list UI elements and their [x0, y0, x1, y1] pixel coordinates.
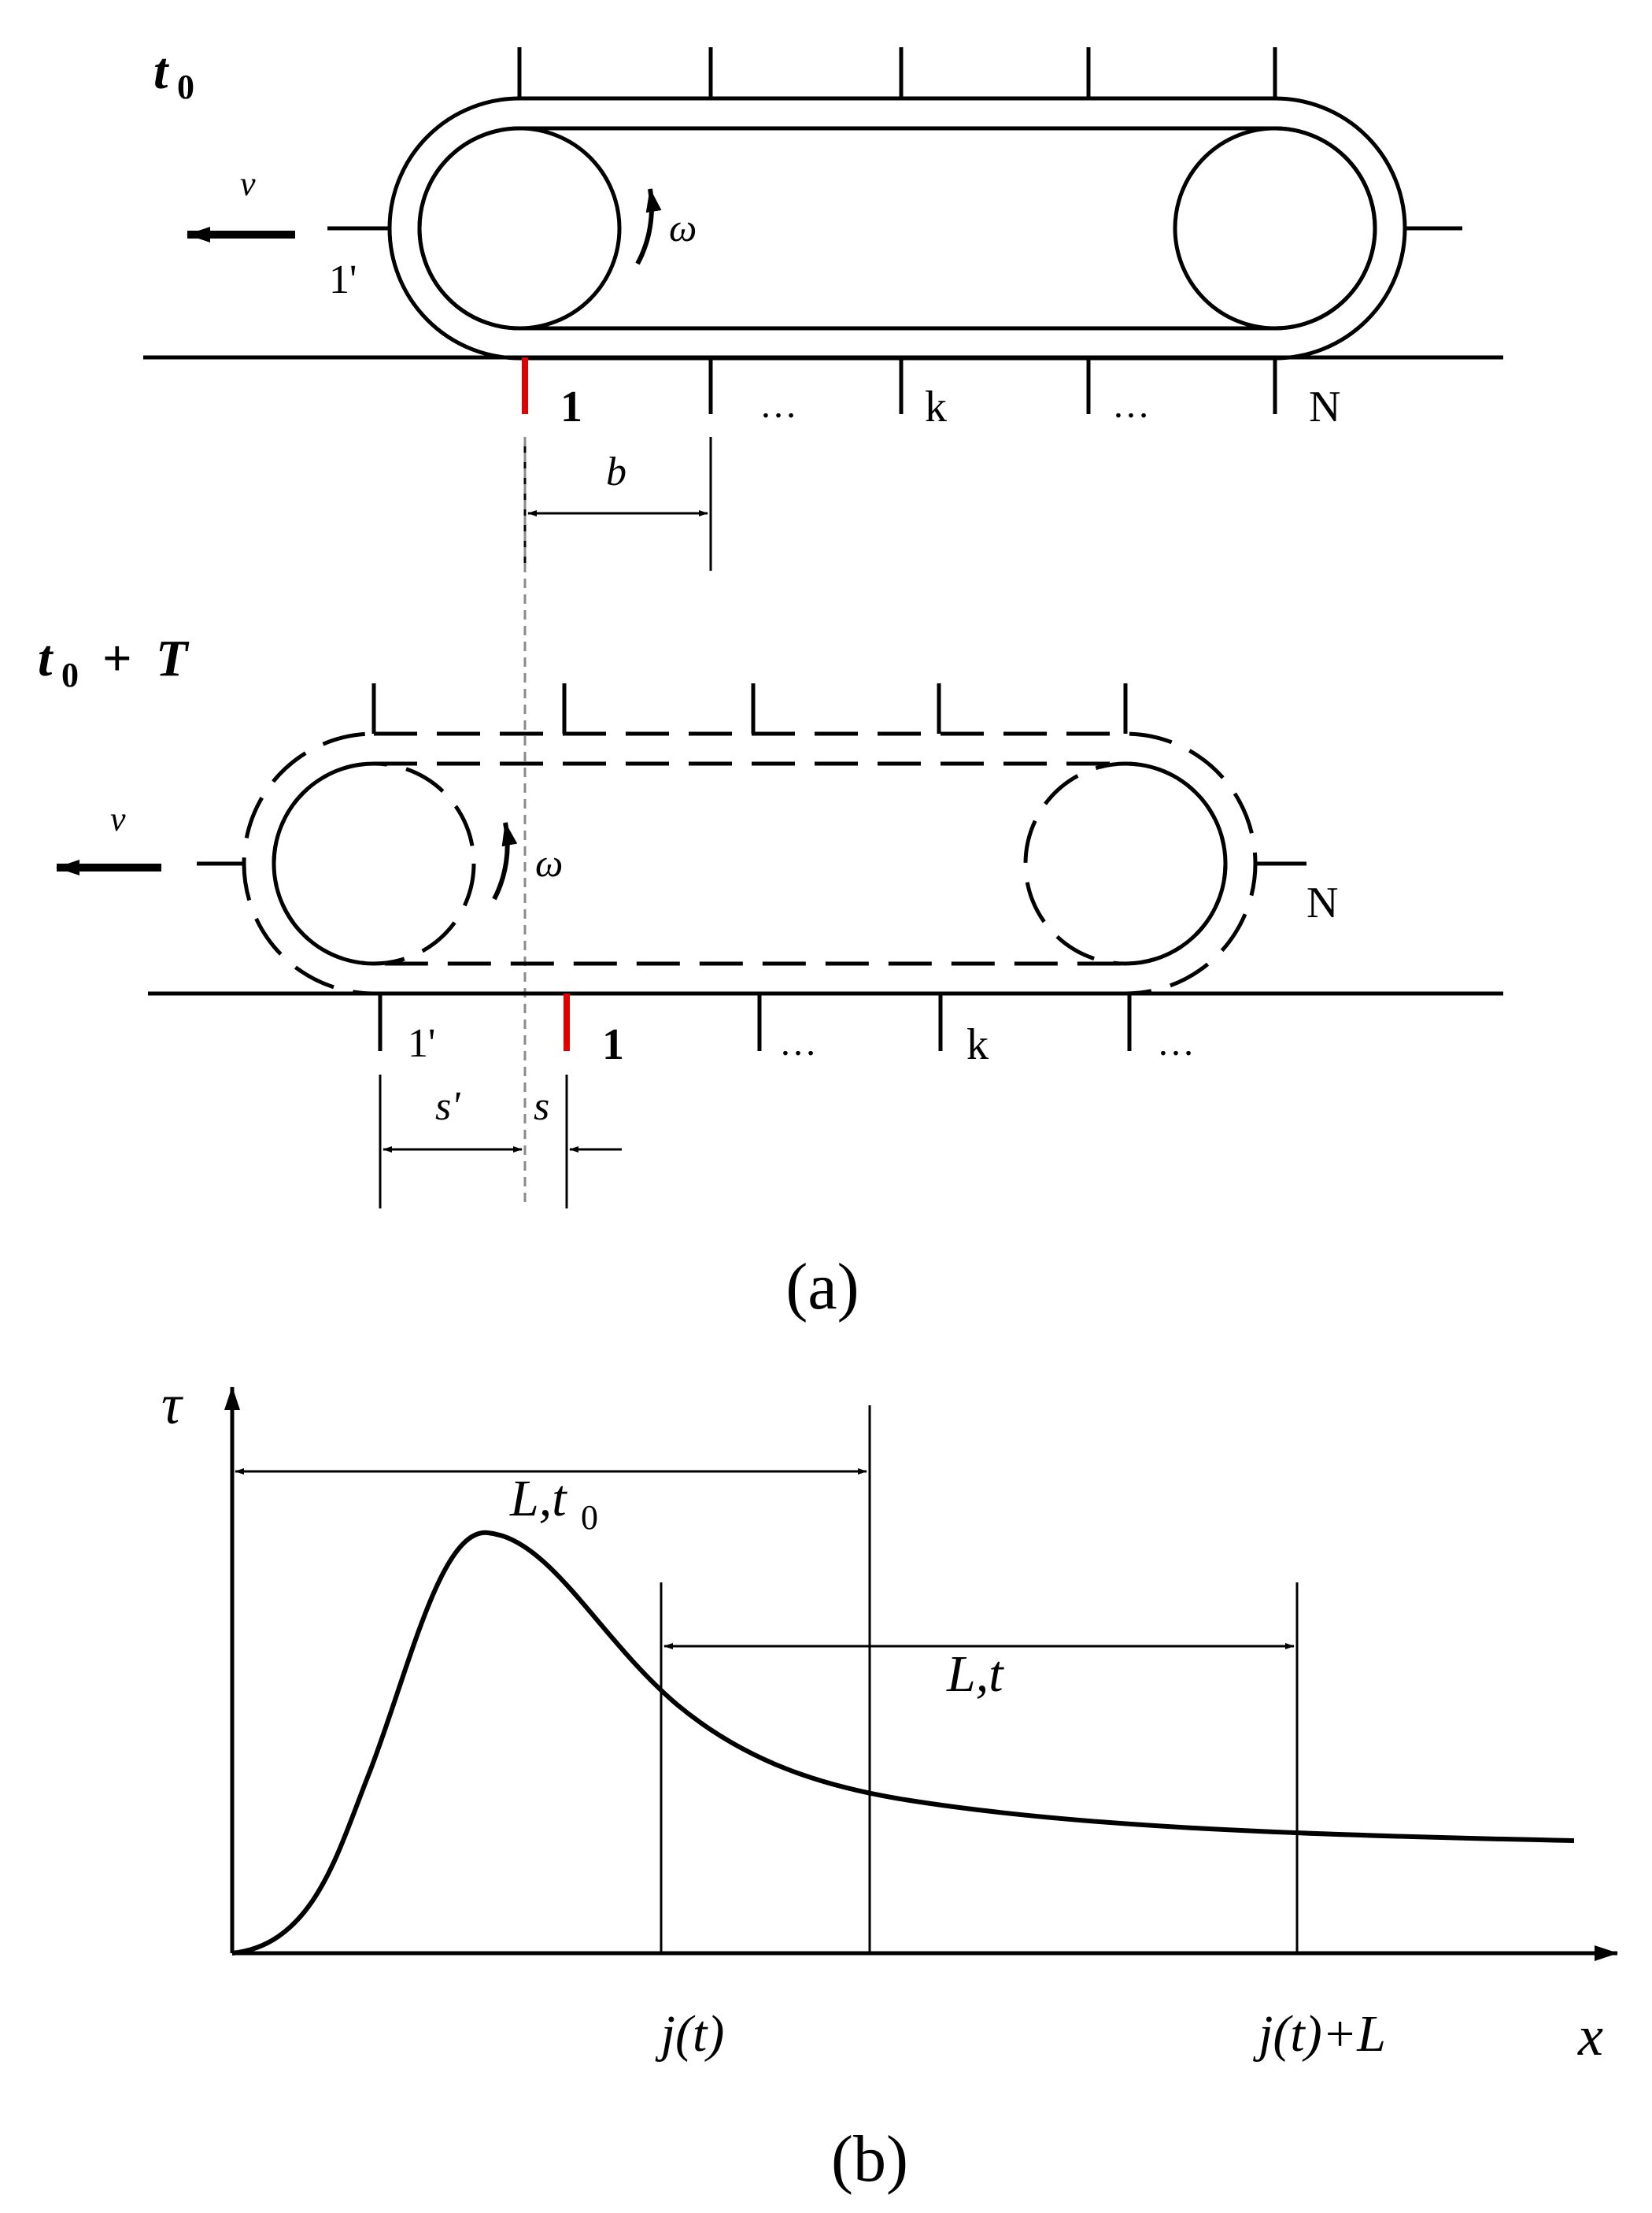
bottom-label-1prime: 1': [408, 1021, 435, 1066]
track-outer: [387, 96, 1407, 361]
state-t0-plus-T: [56, 683, 1503, 1208]
omega-arrow: [635, 188, 662, 265]
track-outer-dashed: [242, 731, 1258, 996]
state-t0-plus-T-labels: t 0 + T v ω N 1' 1 … k … s' s: [38, 630, 1338, 1129]
panel-b: [224, 1386, 1618, 1961]
bottom-label-k: k: [925, 383, 947, 431]
s-label: s: [534, 1084, 549, 1129]
idler-wheel: [1173, 126, 1377, 331]
drive-wheel: [417, 126, 622, 331]
v-label-t0T: v: [110, 800, 126, 838]
t0T-label-sub: 0: [61, 656, 79, 694]
t0T-label-T: T: [156, 630, 190, 687]
state-t0: t 0: [143, 43, 1503, 571]
sprime-label: s': [435, 1084, 460, 1129]
bottom-label-ellipsis-t0T: …: [779, 1022, 817, 1064]
t0-subscript: 0: [177, 68, 194, 106]
jt-plus-L-label: j(t)+L: [1252, 2005, 1386, 2063]
omega-label-t0: ω: [669, 205, 697, 250]
v-label-t0: v: [240, 165, 256, 203]
omega-label-t0T: ω: [535, 841, 563, 885]
idler-wheel-dashed: [1023, 761, 1228, 966]
drive-wheel-dashed: [272, 761, 476, 966]
panel-b-labels: τ x L,t 0 L,t j(t) j(t)+L: [161, 1373, 1603, 2067]
bottom-label-ellipsis: …: [1112, 384, 1150, 426]
t0T-label-t: t: [38, 630, 54, 687]
lug-N-label-t0T: N: [1306, 879, 1338, 927]
bottom-label-ellipsis: …: [759, 384, 797, 426]
b-label: b: [606, 450, 626, 494]
lug-1prime-label-t0: 1': [329, 257, 357, 302]
bottom-label-k-t0T: k: [966, 1020, 989, 1069]
t0T-label-plus: +: [102, 630, 132, 687]
track-inner-dashed: [272, 761, 1228, 966]
state-t0-labels: v ω 1' 1 … k … N b: [240, 165, 1340, 494]
caption-a: (a): [785, 1250, 859, 1323]
t0-label: t: [153, 43, 169, 100]
x-axis-label: x: [1577, 2004, 1603, 2067]
tau-axis-label: τ: [161, 1373, 183, 1436]
bottom-label-1: 1: [560, 383, 582, 431]
bottom-label-1-t0T: 1: [602, 1020, 624, 1069]
tau-curve: [231, 1530, 1575, 1956]
jt-label: j(t): [655, 2005, 725, 2063]
caption-b: (b): [831, 2122, 908, 2196]
bottom-label-ellipsis-t0T: …: [1157, 1022, 1195, 1064]
L-t0-subscript: 0: [581, 1498, 598, 1537]
L-t0-label: L,t: [509, 1470, 567, 1527]
omega-arrow-2: [492, 822, 518, 901]
L-t-label: L,t: [946, 1645, 1004, 1703]
bottom-label-N: N: [1309, 383, 1340, 431]
track-inner: [417, 126, 1377, 331]
